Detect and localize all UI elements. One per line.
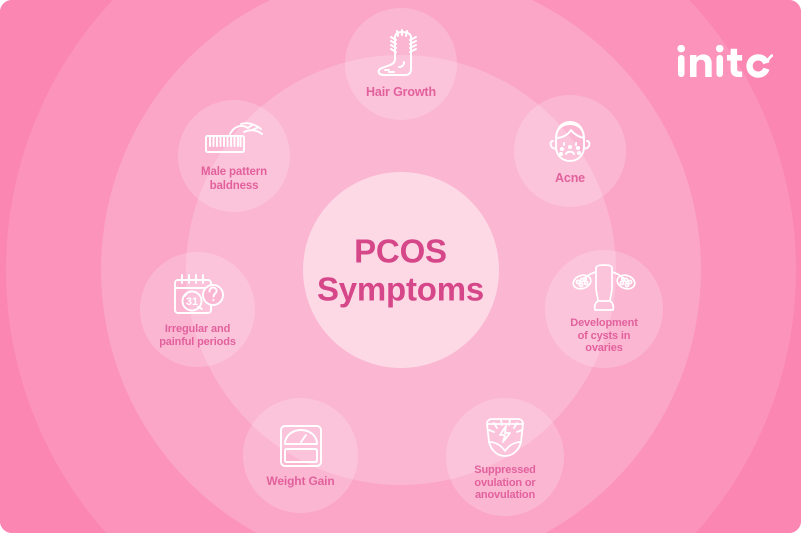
leg-hair-growth-icon <box>373 28 429 81</box>
background-ring-center <box>302 172 499 368</box>
svg-text:31: 31 <box>185 296 197 308</box>
symptom-bubble-male-pattern-baldness[interactable]: Male pattern baldness <box>178 100 290 212</box>
symptom-bubble-acne[interactable]: Acne <box>514 95 626 207</box>
face-acne-icon <box>545 117 595 167</box>
page-title-line-1: PCOS <box>354 232 447 270</box>
symptom-label-irregular-periods: Irregular and painful periods <box>159 322 236 348</box>
page-title-line-2: Symptoms <box>316 270 485 307</box>
symptom-label-hair-growth: Hair Growth <box>366 84 436 99</box>
symptom-label-suppressed-ovulation: Suppressed ovulation or anovulation <box>474 463 536 502</box>
symptom-label-acne: Acne <box>555 170 585 185</box>
symptom-bubble-suppressed-ovulation[interactable]: Suppressed ovulation or anovulation <box>446 398 564 516</box>
calendar-question-icon: 31 <box>171 271 225 319</box>
symptom-bubble-irregular-periods[interactable]: 31 Irregular and painful periods <box>140 252 255 367</box>
symptom-label-weight-gain: Weight Gain <box>266 474 335 489</box>
symptom-label-male-pattern-baldness: Male pattern baldness <box>201 166 267 192</box>
weighing-scale-icon <box>276 422 326 470</box>
symptom-bubble-ovarian-cysts[interactable]: Development of cysts in ovaries <box>545 250 663 368</box>
inito-logo <box>677 45 773 79</box>
inito-wordmark-logo-icon <box>677 45 773 78</box>
symptom-bubble-weight-gain[interactable]: Weight Gain <box>243 398 358 513</box>
symptom-bubble-hair-growth[interactable]: Hair Growth <box>345 8 457 120</box>
underwear-lightning-icon <box>479 412 531 460</box>
uterus-ovarian-cysts-icon <box>571 263 637 313</box>
page-title: PCOS Symptoms <box>286 232 516 307</box>
comb-hair-loss-icon <box>203 118 265 162</box>
symptom-label-ovarian-cysts: Development of cysts in ovaries <box>570 316 638 355</box>
